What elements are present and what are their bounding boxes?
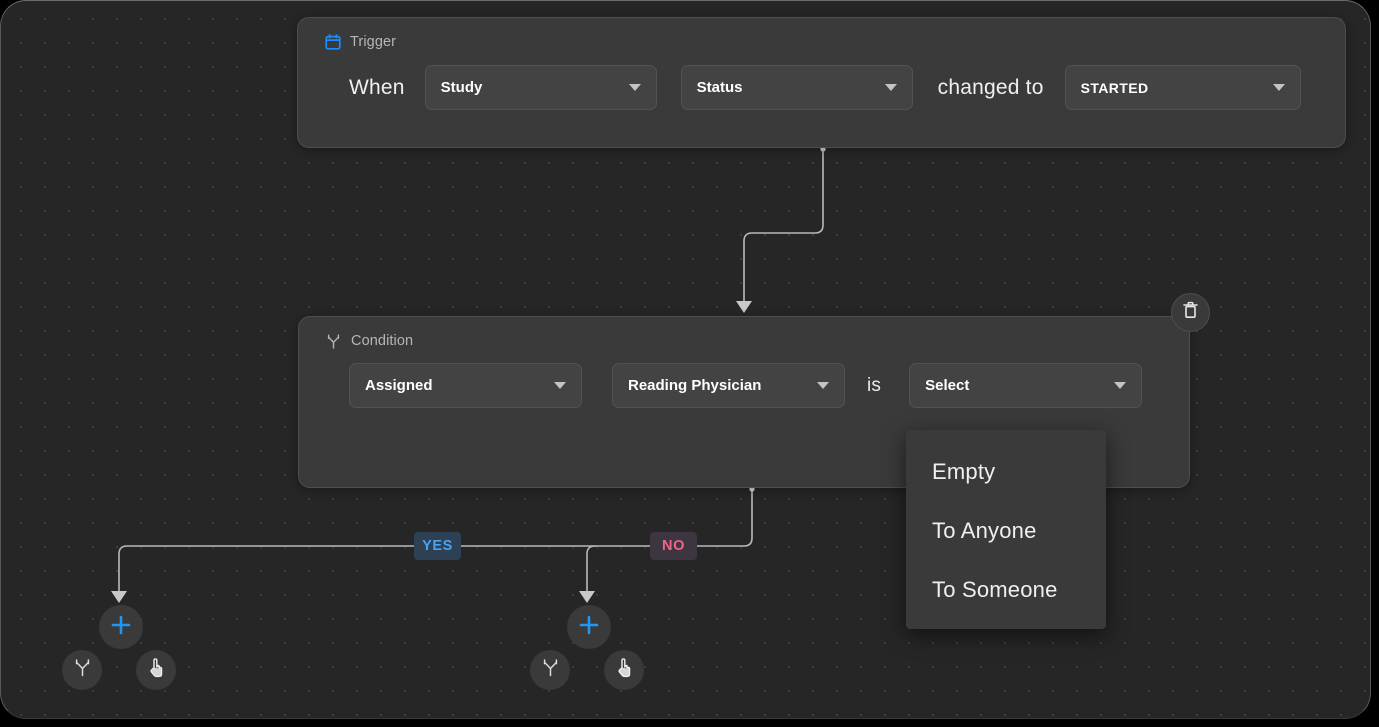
menu-item-empty[interactable]: Empty	[932, 459, 996, 484]
trigger-row: When Study Status changed to STARTED	[298, 65, 1345, 110]
menu-item-to-anyone[interactable]: To Anyone	[932, 518, 1037, 543]
delete-condition-button[interactable]	[1171, 293, 1210, 332]
trigger-field-value: Status	[696, 79, 743, 96]
chevron-down-icon	[1272, 84, 1285, 91]
plus-icon	[110, 614, 132, 641]
condition-subject-select[interactable]: Assigned	[349, 363, 582, 408]
condition-header: Condition	[299, 317, 1189, 351]
tap-hand-icon	[146, 657, 166, 683]
condition-role-select[interactable]: Reading Physician	[612, 363, 845, 408]
add-node-button-no[interactable]	[567, 605, 611, 649]
trigger-field-select[interactable]: Status	[680, 65, 913, 110]
condition-subject-value: Assigned	[365, 377, 433, 394]
edge-arrow-yes	[111, 591, 127, 603]
calendar-icon	[324, 34, 341, 51]
edge-arrow-no	[579, 591, 595, 603]
menu-item-to-someone[interactable]: To Someone	[932, 577, 1058, 602]
branch-label-no: NO	[650, 532, 697, 560]
tap-hand-icon	[614, 657, 634, 683]
chevron-down-icon	[1114, 382, 1127, 389]
trigger-value-value: STARTED	[1080, 79, 1149, 96]
add-condition-button-yes[interactable]	[62, 650, 102, 690]
trigger-entity-value: Study	[440, 79, 483, 96]
trigger-entity-select[interactable]: Study	[424, 65, 657, 110]
edge-arrow-condition	[736, 301, 752, 313]
branch-icon	[541, 658, 560, 682]
chevron-down-icon	[554, 382, 566, 389]
branch-icon	[325, 333, 342, 350]
edge-no-branch	[586, 545, 596, 592]
condition-node[interactable]: Condition Assigned Reading Physician is …	[298, 316, 1190, 488]
is-label: is	[867, 374, 882, 396]
trigger-header: Trigger	[298, 18, 1345, 52]
condition-role-value: Reading Physician	[628, 377, 762, 394]
trigger-value-select[interactable]: STARTED	[1064, 65, 1301, 110]
condition-row: Assigned Reading Physician is Select	[299, 363, 1189, 408]
trigger-node[interactable]: Trigger When Study Status changed to STA…	[297, 17, 1346, 148]
add-condition-button-no[interactable]	[530, 650, 570, 690]
when-label: When	[349, 75, 405, 99]
chevron-down-icon	[817, 382, 829, 389]
condition-value-value: Select	[925, 377, 970, 394]
branch-icon	[73, 658, 92, 682]
edge-trigger-to-condition	[743, 149, 824, 302]
condition-value-select[interactable]: Select	[909, 363, 1143, 408]
chevron-down-icon	[884, 84, 897, 91]
condition-title: Condition	[351, 333, 414, 349]
trigger-title: Trigger	[350, 34, 397, 50]
trash-icon	[1182, 301, 1199, 324]
add-action-button-no[interactable]	[604, 650, 644, 690]
branch-label-yes: YES	[414, 532, 461, 560]
chevron-down-icon	[628, 84, 641, 91]
plus-icon	[578, 614, 600, 641]
changed-to-label: changed to	[937, 75, 1044, 99]
condition-value-dropdown-menu[interactable]: Empty To Anyone To Someone	[906, 430, 1106, 629]
add-action-button-yes[interactable]	[136, 650, 176, 690]
add-node-button-yes[interactable]	[99, 605, 143, 649]
